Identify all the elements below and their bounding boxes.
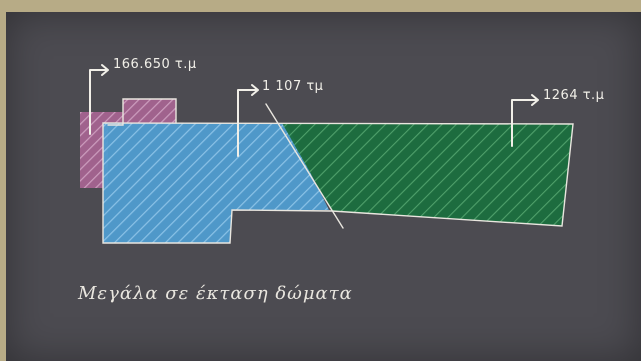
green-area bbox=[282, 123, 573, 226]
green-area-label: 1264 τ.μ bbox=[543, 88, 605, 103]
blue-leader-arrow-icon bbox=[237, 84, 259, 157]
pink-area-label: 166.650 τ.μ bbox=[113, 57, 197, 72]
pink-leader-arrow-icon bbox=[89, 64, 109, 135]
green-leader-arrow-icon bbox=[511, 94, 539, 147]
caption: Μεγάλα σε έκταση δώματα bbox=[78, 283, 353, 304]
chalk-outlines bbox=[102, 98, 574, 244]
blue-area-label: 1 107 τμ bbox=[262, 79, 324, 94]
blue-area bbox=[103, 123, 329, 243]
